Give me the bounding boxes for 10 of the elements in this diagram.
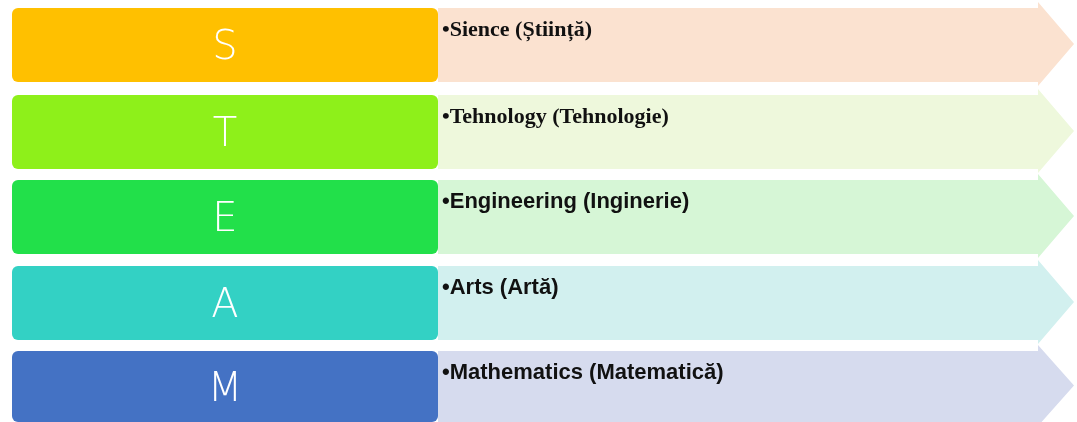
row-label: •Engineering (Inginerie) (442, 188, 690, 214)
letter-tile: S (12, 8, 438, 82)
letter-tile: E (12, 180, 438, 254)
row-label: •Arts (Artă) (442, 274, 559, 300)
letter-tile: A (12, 266, 438, 340)
letter-tile: T (12, 95, 438, 169)
row-label: •Tehnology (Tehnologie) (442, 103, 669, 129)
row-label: •Mathematics (Matematică) (442, 359, 724, 385)
row-label: •Sience (Știință) (442, 16, 593, 42)
letter-tile: M (12, 351, 438, 422)
